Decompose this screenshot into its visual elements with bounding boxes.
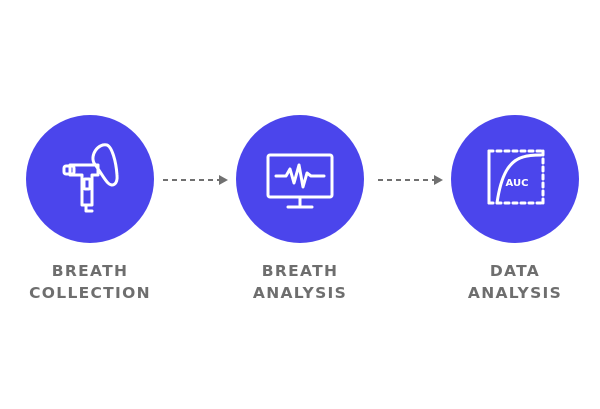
step-label-line1: BREATH — [261, 262, 339, 280]
step-breath-collection: BREATH COLLECTION — [0, 115, 180, 304]
arrow-right-icon — [376, 172, 446, 188]
step-label: BREATH ANALYSIS — [253, 260, 347, 304]
step-label: DATA ANALYSIS — [468, 260, 562, 304]
step-label-line2: ANALYSIS — [252, 284, 348, 302]
step-label-line1: DATA — [489, 262, 541, 280]
step-data-analysis: AUC DATA ANALYSIS — [425, 115, 600, 304]
breath-collection-device-icon — [62, 143, 119, 213]
arrow-right-icon — [161, 172, 231, 188]
step-circle — [236, 115, 364, 243]
step-circle — [26, 115, 154, 243]
step-circle: AUC — [451, 115, 579, 243]
step-label-line1: BREATH — [51, 262, 129, 280]
auc-graph-icon: AUC — [487, 149, 545, 205]
auc-text: AUC — [506, 178, 529, 189]
step-label: BREATH COLLECTION — [29, 260, 151, 304]
step-label-line2: ANALYSIS — [467, 284, 563, 302]
step-breath-analysis: BREATH ANALYSIS — [210, 115, 390, 304]
step-label-line2: COLLECTION — [29, 284, 151, 302]
monitor-waveform-icon — [266, 153, 334, 209]
